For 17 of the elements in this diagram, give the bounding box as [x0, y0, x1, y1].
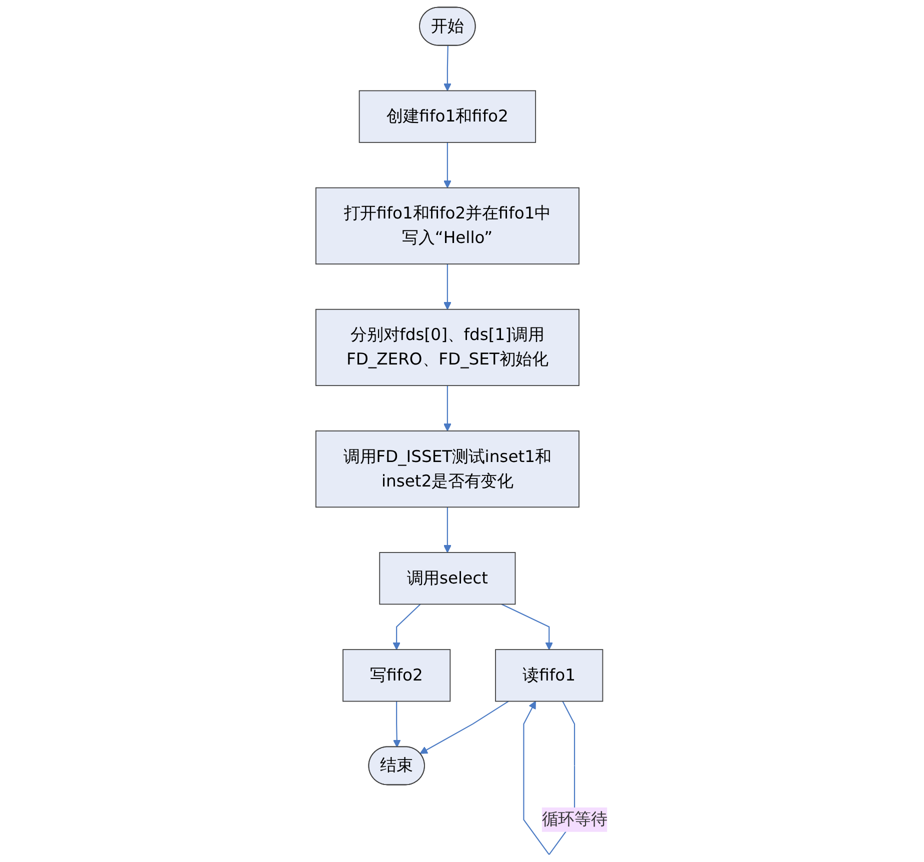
arrow — [444, 386, 452, 432]
arrow — [502, 604, 554, 650]
arrow — [420, 700, 510, 754]
node-box: 读fifo1 — [496, 649, 604, 702]
node-box: 调用FD_ISSET测试inset1和inset2是否有变化 — [316, 430, 580, 508]
node-box: 写fifo2 — [343, 649, 452, 702]
node-box: 调用select — [380, 552, 516, 605]
arrow — [393, 604, 422, 650]
node-box: 分别对fds[0]、fds[1]调用FD_ZERO、FD_SET初始化 — [316, 308, 580, 386]
node-box: 打开fifo1和fifo2并在fifo1中写入“Hello” — [316, 187, 580, 264]
arrow — [444, 264, 452, 310]
arrow — [444, 142, 452, 188]
arrow — [444, 507, 452, 553]
arrow — [444, 46, 452, 92]
node-box: 创建fifo1和fifo2 — [359, 90, 536, 143]
edge-label: 循环等待 — [542, 810, 608, 830]
arrow — [393, 701, 402, 748]
